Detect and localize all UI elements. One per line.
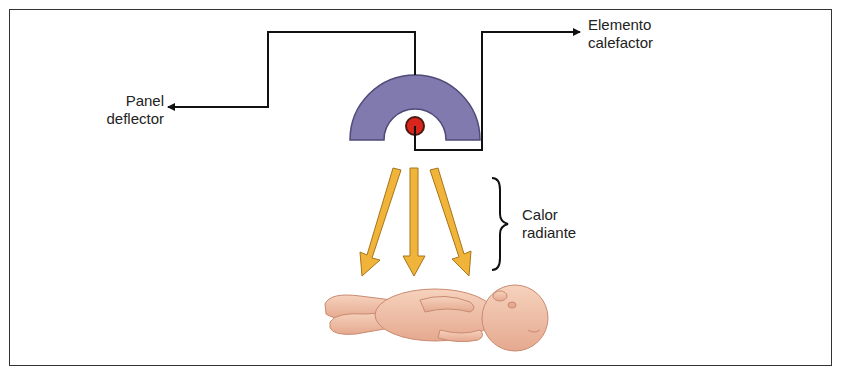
newborn [325,285,548,351]
callout-label: Panel deflector [84,92,164,128]
leader-line [415,32,580,150]
leader-line [168,32,415,107]
brace [492,178,508,270]
frame [10,10,832,366]
heat-arrows [360,168,471,276]
callout-label: Elemento calefactor [588,16,698,52]
callout-label: Calor radiante [522,206,602,242]
